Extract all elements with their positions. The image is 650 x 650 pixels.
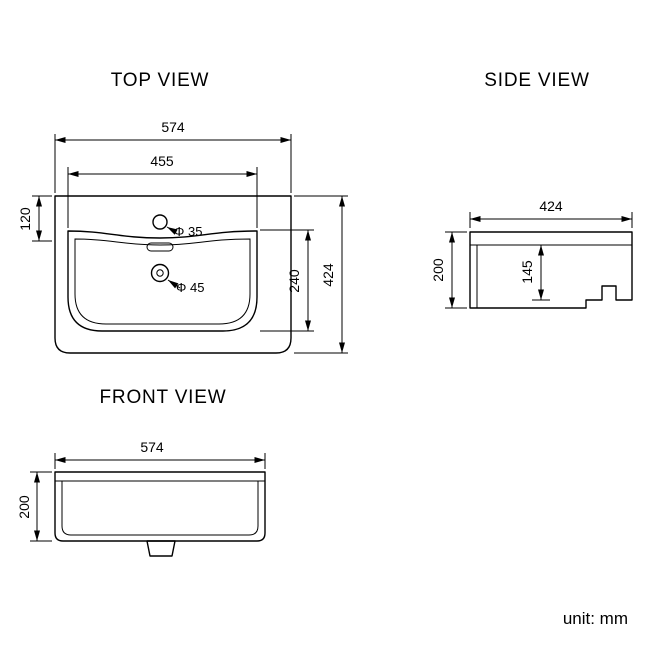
drain-hole-inner-circle	[156, 269, 164, 277]
top-view-outer-rim	[54, 195, 292, 354]
topview-dim-total-depth: 424	[294, 195, 348, 354]
drain-hole-label-group: Φ 45	[167, 279, 204, 295]
front-view-title: FRONT VIEW	[100, 387, 227, 408]
sideview-dim-height: 200	[430, 231, 467, 309]
frontview-dim-height: 200	[16, 471, 52, 542]
topview-dim-basin-depth: 240	[260, 229, 314, 332]
faucet-leader-line	[166, 226, 178, 235]
side-view-title: SIDE VIEW	[484, 70, 589, 91]
front-view-outer-body	[54, 471, 266, 542]
faucet-hole-label-group: Φ 35	[166, 224, 202, 239]
front-view-drain-trap	[146, 540, 176, 557]
drain-hole-label: Φ 45	[176, 280, 204, 295]
dim-label-deck-depth: 120	[17, 207, 33, 231]
side-view-profile	[469, 231, 633, 309]
side-view: SIDE VIEW 424 200 145	[430, 70, 633, 309]
top-view-title: TOP VIEW	[111, 70, 210, 91]
dim-label-depth: 424	[539, 198, 563, 214]
front-view-inner-face	[61, 481, 259, 536]
drain-leader-line	[167, 279, 181, 289]
dim-label-inner-height: 145	[519, 260, 535, 284]
top-view-basin-inner-line	[74, 238, 251, 325]
dim-label-outer-width: 574	[161, 119, 185, 135]
dim-label-height: 200	[430, 258, 446, 282]
sideview-dim-depth: 424	[469, 198, 633, 228]
dim-label-width: 574	[140, 439, 164, 455]
dim-label-height: 200	[16, 495, 32, 519]
topview-dim-outer-width: 574	[54, 119, 292, 193]
dim-label-total-depth: 424	[320, 263, 336, 287]
dim-label-inner-width: 455	[150, 153, 174, 169]
faucet-hole-circle	[152, 214, 168, 230]
overflow-slot	[146, 242, 174, 252]
top-view: TOP VIEW Φ 35 Φ 45 574	[17, 70, 348, 354]
frontview-dim-width: 574	[54, 439, 266, 469]
topview-dim-inner-width: 455	[67, 153, 258, 228]
dim-label-basin-depth: 240	[286, 269, 302, 293]
topview-dim-deck-depth: 120	[17, 195, 52, 242]
faucet-hole-label: Φ 35	[174, 224, 202, 239]
top-view-basin-outline	[67, 230, 258, 332]
unit-label: unit: mm	[563, 609, 628, 628]
drain-hole-circle	[150, 263, 170, 283]
front-view: FRONT VIEW 574 200	[16, 387, 266, 557]
sideview-dim-inner-height: 145	[519, 245, 544, 300]
